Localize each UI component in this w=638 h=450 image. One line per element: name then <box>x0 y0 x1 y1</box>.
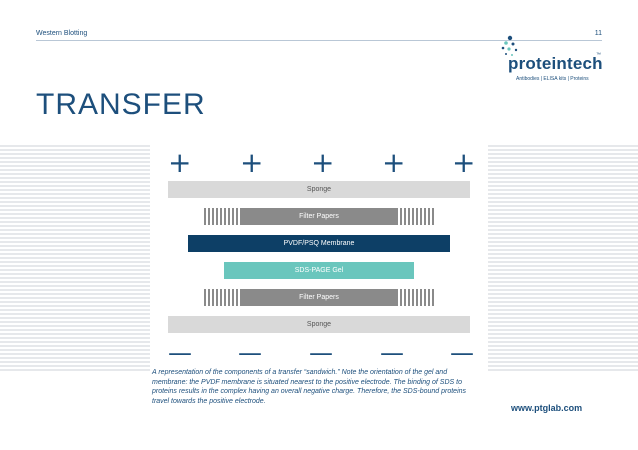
filter-papers-bottom: Filter Papers <box>240 289 398 306</box>
figure-caption: A representation of the components of a … <box>152 369 467 405</box>
minus-sign: — <box>238 339 262 367</box>
stripe-pattern-left <box>0 145 150 373</box>
filter-edge-hatch <box>400 289 434 306</box>
stripe-pattern-right <box>488 145 638 373</box>
page-number: 11 <box>594 30 602 37</box>
plus-sign: + <box>168 146 192 179</box>
minus-sign: — <box>309 339 333 367</box>
proteintech-logo: proteintech ™ Antibodies | ELISA kits | … <box>498 32 608 88</box>
logo-tagline: Antibodies | ELISA kits | Proteins <box>516 76 589 82</box>
minus-sign: — <box>380 339 404 367</box>
negative-electrode-row: — — — — — <box>168 341 474 365</box>
filter-papers-top: Filter Papers <box>240 208 398 225</box>
logo-molecule-icon <box>501 35 518 56</box>
filter-edge-hatch <box>204 208 238 225</box>
plus-sign: + <box>240 146 264 179</box>
plus-sign: + <box>311 146 335 179</box>
plus-sign: + <box>452 146 476 179</box>
sponge-layer-bottom: Sponge <box>168 316 470 333</box>
positive-electrode-row: + + + + + <box>168 146 475 179</box>
page-title: TRANSFER <box>36 88 206 121</box>
sds-page-gel-layer: SDS-PAGE Gel <box>224 262 414 279</box>
section-title: Western Blotting <box>36 30 88 37</box>
transfer-sandwich-diagram: + + + + + Sponge Filter Papers PVDF/PSQ … <box>150 145 488 373</box>
logo-wordmark: proteintech <box>508 54 603 73</box>
sponge-layer-top: Sponge <box>168 181 470 198</box>
logo-trademark: ™ <box>596 52 601 58</box>
website-link[interactable]: www.ptglab.com <box>511 403 583 413</box>
pvdf-membrane-layer: PVDF/PSQ Membrane <box>188 235 450 252</box>
minus-sign: — <box>168 339 192 367</box>
filter-edge-hatch <box>400 208 434 225</box>
header-divider <box>36 40 602 41</box>
filter-edge-hatch <box>204 289 238 306</box>
minus-sign: — <box>450 339 474 367</box>
plus-sign: + <box>382 146 406 179</box>
